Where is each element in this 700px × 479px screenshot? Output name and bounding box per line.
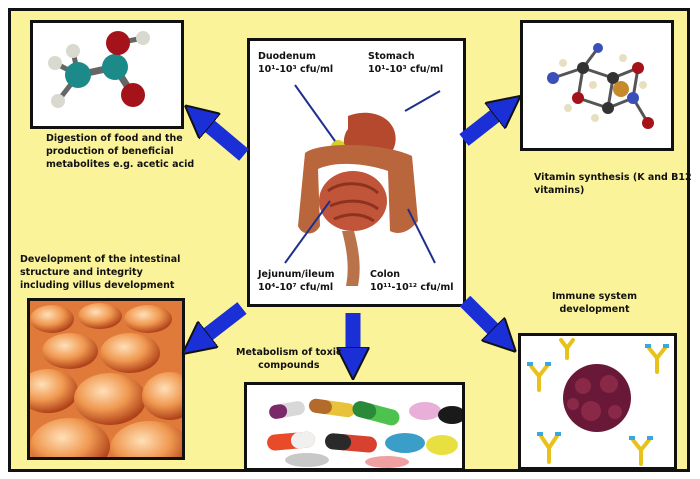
colon-label: Colon 10¹¹-10¹² cfu/ml — [370, 269, 454, 295]
immune-panel — [518, 333, 677, 470]
intestinal-line-2: structure and integrity — [20, 266, 143, 278]
metabolism-label: Metabolism of toxic compounds — [236, 347, 342, 373]
intestinal-line-1: Development of the intestinal — [20, 254, 181, 265]
vitamin-line-2: vitamins) — [534, 184, 585, 196]
jejunum-label: Jejunum/ileum 10⁴-10⁷ cfu/ml — [258, 269, 335, 295]
digestion-line-2: production of beneficial — [46, 145, 174, 157]
duodenum-name: Duodenum — [258, 51, 316, 62]
villi-image — [30, 303, 182, 457]
immune-image — [527, 338, 669, 466]
digestion-line-1: Digestion of food and the — [46, 133, 183, 144]
villi-panel — [27, 298, 185, 460]
stomach-range: 10¹-10³ cfu/ml — [368, 63, 444, 75]
colon-name: Colon — [370, 269, 401, 280]
digestion-line-3: metabolites e.g. acetic acid — [46, 158, 195, 170]
jejunum-range: 10⁴-10⁷ cfu/ml — [258, 281, 334, 293]
stomach-label: Stomach 10¹-10³ cfu/ml — [368, 51, 443, 77]
immune-label: Immune system development — [552, 291, 637, 317]
vitamin-label: Vitamin synthesis (K and B12 vitamins) — [534, 172, 692, 198]
metabolism-line-1: Metabolism of toxic — [236, 347, 342, 358]
pills-image — [267, 398, 462, 468]
vitamin-molecule-panel — [520, 20, 674, 151]
gi-tract-image — [284, 84, 441, 286]
vitamin-line-1: Vitamin synthesis (K and B12 — [534, 172, 692, 183]
stomach-name: Stomach — [368, 51, 415, 62]
duodenum-label: Duodenum 10¹-10³ cfu/ml — [258, 51, 333, 77]
colon-range: 10¹¹-10¹² cfu/ml — [370, 281, 454, 293]
metabolism-line-2: compounds — [258, 359, 320, 371]
digestion-label: Digestion of food and the production of … — [46, 133, 194, 171]
gi-tract-panel: Duodenum 10¹-10³ cfu/ml Stomach 10¹-10³ … — [247, 38, 466, 307]
duodenum-range: 10¹-10³ cfu/ml — [258, 63, 334, 75]
immune-line-2: development — [559, 303, 630, 315]
acetic-acid-molecule-image — [48, 31, 150, 108]
immune-line-1: Immune system — [552, 291, 637, 302]
intestinal-line-3: including villus development — [20, 279, 175, 291]
intestinal-label: Development of the intestinal structure … — [20, 254, 180, 292]
vitamin-molecule-image — [547, 43, 654, 129]
acetic-acid-molecule-panel — [30, 20, 184, 129]
jejunum-name: Jejunum/ileum — [258, 269, 335, 280]
pills-panel — [244, 382, 465, 471]
